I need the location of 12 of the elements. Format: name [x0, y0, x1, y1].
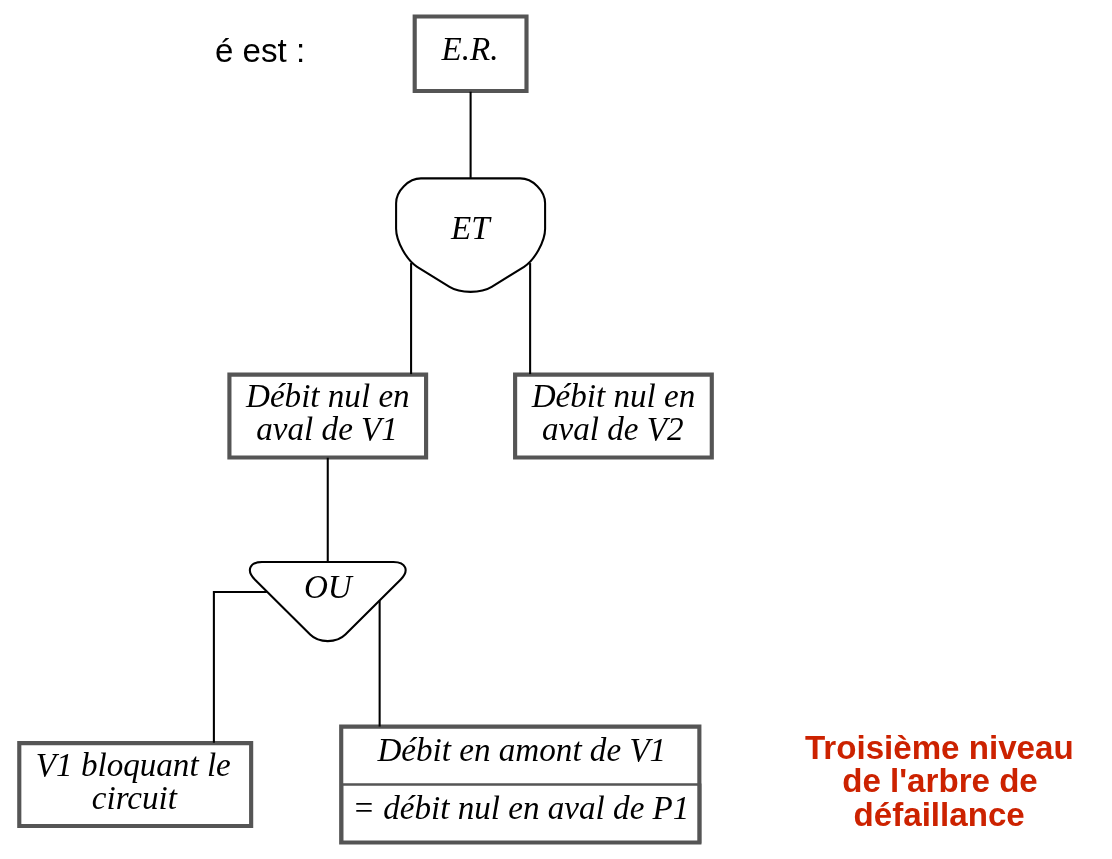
- label: Troisième niveau de l'arbre de défaillance: [804, 729, 1074, 833]
- connector: [212, 591, 267, 743]
- connector: [326, 457, 329, 562]
- connector: [469, 91, 472, 178]
- node-box: E.R.: [412, 14, 529, 94]
- node-box: Débit nul en aval de V2: [513, 372, 714, 460]
- node-box: Débit nul en aval de V1: [227, 372, 429, 460]
- connector: [410, 263, 413, 375]
- node-box: V1 bloquant le circuit: [17, 741, 254, 829]
- label: é est :: [214, 31, 306, 69]
- connector: [529, 263, 532, 375]
- connector: [378, 600, 381, 727]
